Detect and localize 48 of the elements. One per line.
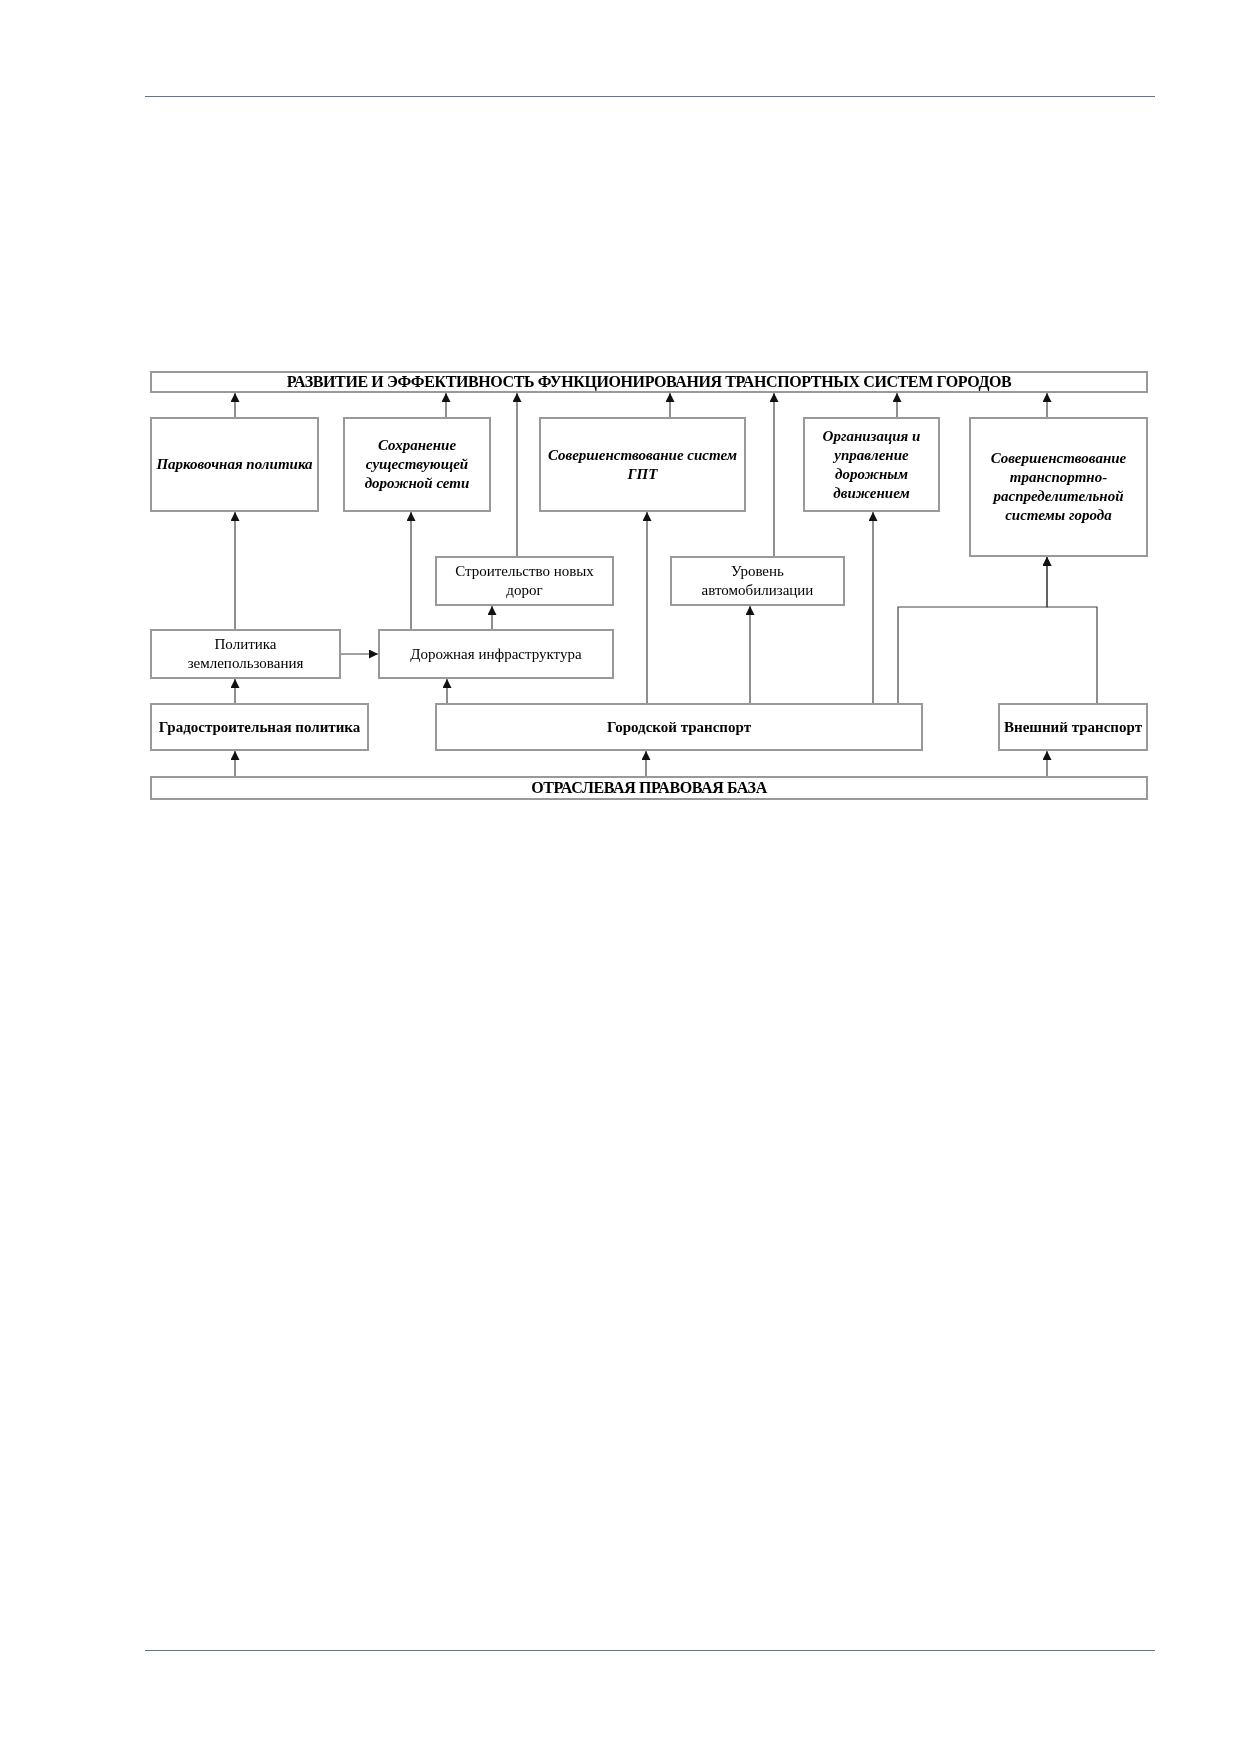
box-label: Градостроительная политика [158, 717, 361, 737]
box-label: Городской транспорт [606, 717, 752, 737]
process-box [435, 556, 614, 606]
arrow [769, 392, 779, 557]
arrow [665, 392, 675, 418]
arrow [642, 511, 652, 704]
arrow [230, 750, 240, 777]
process-box [378, 629, 614, 679]
box-label: Внешний транспорт [1004, 717, 1142, 737]
arrow [1042, 556, 1098, 704]
process-box [150, 703, 369, 751]
arrow [442, 678, 452, 704]
arrow [406, 511, 416, 630]
arrow [441, 392, 451, 418]
arrow [745, 605, 755, 704]
box-label: ОТРАСЛЕВАЯ ПРАВОВАЯ БАЗА [531, 778, 767, 798]
arrow [892, 392, 902, 418]
arrow [230, 392, 240, 418]
box-label: РАЗВИТИЕ И ЭФФЕКТИВНОСТЬ ФУНКЦИОНИРОВАНИЯ ТРАНСПОРТНЫХ СИСТЕМ ГОРОДОВ [286, 372, 1012, 393]
process-box [670, 556, 845, 606]
box-label: Уровень автомобилизации [700, 562, 815, 600]
process-box [969, 417, 1148, 557]
arrow [641, 750, 651, 777]
process-box [998, 703, 1148, 751]
arrow [512, 392, 522, 557]
arrow [340, 649, 379, 659]
arrow [868, 511, 878, 704]
arrow [1042, 392, 1052, 418]
box-label: Сохранение существующей дорожной сети [363, 436, 471, 493]
box-label: Политика землепользования [186, 635, 305, 673]
box-label: Парковочная политика [156, 455, 313, 474]
process-box [343, 417, 491, 512]
process-box [150, 776, 1148, 800]
box-label: Совершенствование транспортно-распределительной системы города [989, 449, 1128, 525]
process-box [150, 417, 319, 512]
process-box [435, 703, 923, 751]
box-label: Дорожная инфраструктура [410, 644, 582, 664]
box-label: Совершенствование систем ГПТ [547, 445, 738, 484]
arrow [487, 605, 497, 630]
process-box [803, 417, 940, 512]
arrow [1042, 750, 1052, 777]
arrow [230, 678, 240, 704]
box-label: Строительство новых дорог [454, 562, 595, 600]
arrow [230, 511, 240, 630]
box-label: Организация и управление дорожным движением [821, 426, 922, 503]
process-box [539, 417, 746, 512]
process-box [150, 371, 1148, 393]
process-box [150, 629, 341, 679]
